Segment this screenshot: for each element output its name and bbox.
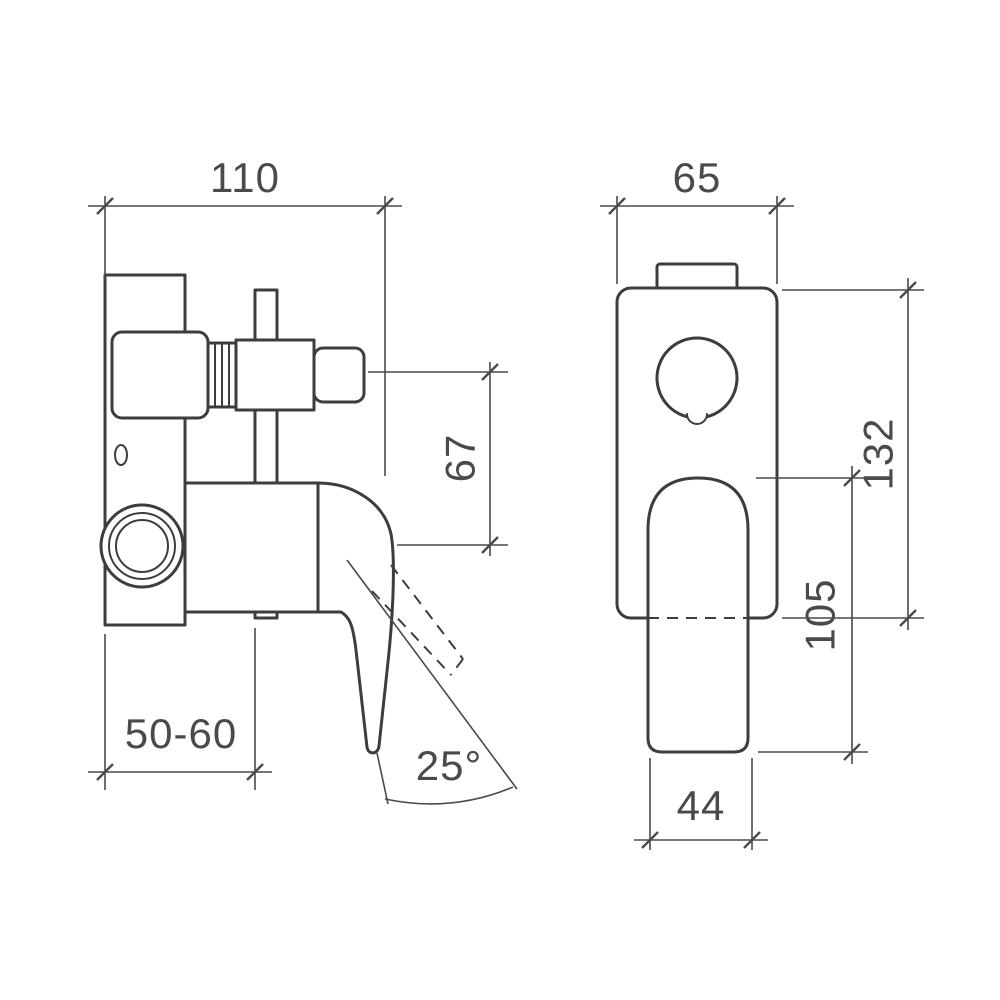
side-lever-rotated-dashed [371, 564, 464, 676]
dimension-tick [96, 763, 114, 781]
dimension-tick [843, 743, 861, 761]
dim-label-25deg: 25° [416, 742, 483, 789]
angle-arc [384, 786, 514, 805]
side-valve-body [110, 330, 210, 420]
side-oval-detail [114, 444, 128, 466]
dim-label-65: 65 [673, 154, 722, 201]
side-inlet-outer-circle [99, 503, 185, 589]
dimension-tick [899, 609, 917, 627]
dim-label-132: 132 [855, 417, 902, 490]
angle-reference-line [376, 752, 389, 805]
dimension-tick [641, 831, 659, 849]
dimension-tick [743, 831, 761, 849]
dim-plate-height: 132 [782, 278, 924, 630]
dim-label-67: 67 [437, 434, 484, 483]
dim-label-44: 44 [677, 782, 726, 829]
side-diverter-knob [312, 346, 366, 404]
front-view [615, 262, 779, 754]
side-inlet-mid-circle [108, 512, 176, 580]
dimension-tick [768, 197, 786, 215]
front-diverter-notch [686, 413, 708, 425]
dimension-tick [608, 197, 626, 215]
dim-handle-angle: 25° [346, 559, 518, 805]
dim-label-105: 105 [797, 578, 844, 651]
dim-wall-depth: 50-60 [88, 628, 272, 790]
dimension-tick [481, 363, 499, 381]
front-handle [646, 476, 750, 754]
side-diverter-cylinder [234, 338, 316, 412]
side-inlet-inner-circle [115, 519, 169, 573]
dimension-tick [843, 469, 861, 487]
dim-axis-spacing: 67 [368, 362, 508, 556]
front-diverter-circle [655, 336, 739, 420]
dimension-tick [481, 536, 499, 554]
dim-label-110: 110 [210, 154, 280, 201]
dim-label-50-60: 50-60 [125, 710, 237, 757]
dim-handle-length: 105 [756, 466, 868, 764]
dim-overall-width-front: 65 [600, 154, 794, 284]
dimension-tick [899, 281, 917, 299]
dim-handle-width: 44 [634, 758, 768, 850]
dim-overall-width-side: 110 [88, 154, 402, 476]
dimension-tick [376, 197, 394, 215]
dimension-tick [246, 763, 264, 781]
angle-reference-line [346, 559, 518, 790]
dimension-tick [96, 197, 114, 215]
side-handle-base [183, 481, 320, 614]
front-notch-mask [687, 409, 707, 423]
side-view [99, 273, 464, 755]
side-lever-blade [316, 481, 395, 755]
dimensions: 110 65 67 [88, 154, 924, 850]
side-thread-section [206, 341, 238, 409]
